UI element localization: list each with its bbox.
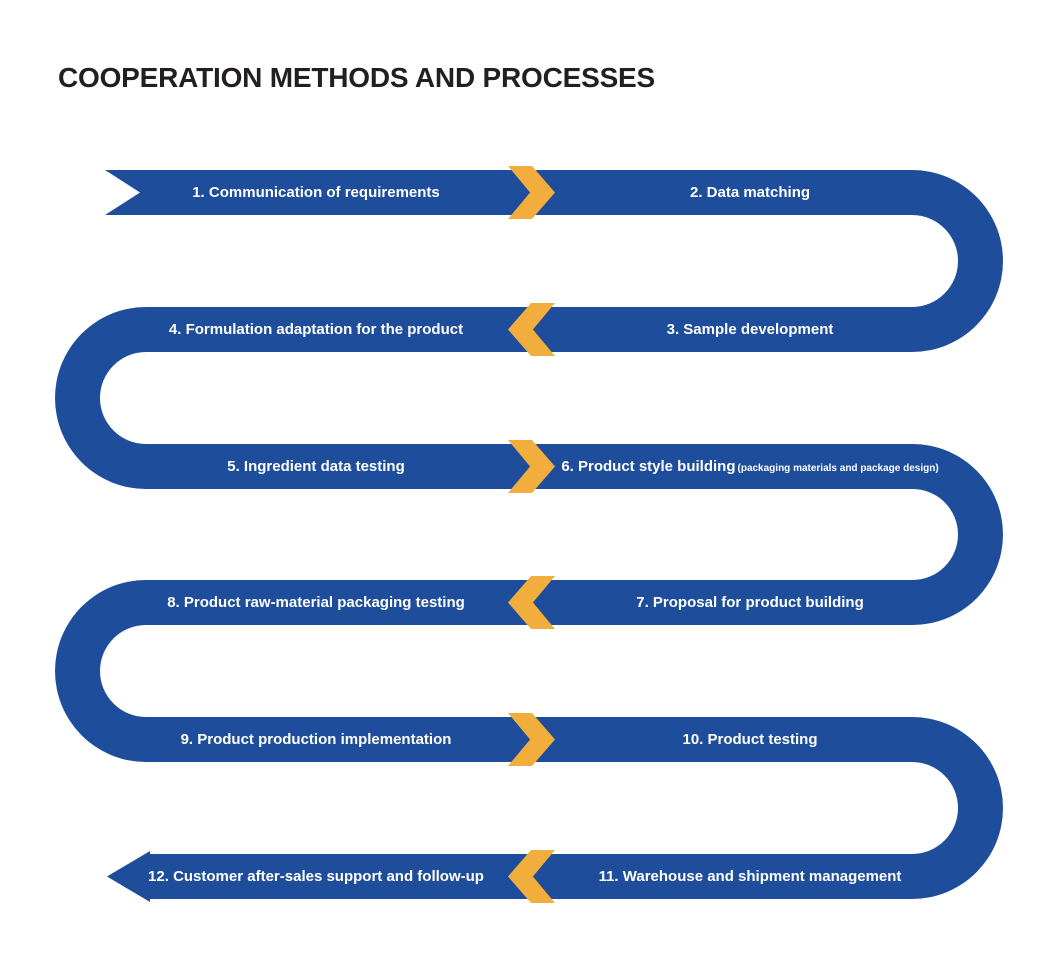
step-label-6-sub: (packaging materials and package design) — [737, 463, 939, 474]
step-label-6: 6. Product style building(packaging mate… — [555, 444, 945, 489]
step-label-12: 12. Customer after-sales support and fol… — [148, 868, 484, 885]
step-label-4: 4. Formulation adaptation for the produc… — [168, 321, 464, 338]
step-label-1: 1. Communication of requirements — [192, 184, 440, 201]
step-label-5: 5. Ingredient data testing — [227, 458, 405, 475]
ribbon-band-row-1 — [105, 170, 912, 215]
step-label-8: 8. Product raw-material packaging testin… — [167, 594, 465, 611]
step-label-3: 3. Sample development — [666, 321, 834, 338]
step-label-6-main: 6. Product style building — [561, 458, 736, 475]
step-label-9: 9. Product production implementation — [180, 731, 452, 748]
step-label-2: 2. Data matching — [689, 184, 811, 201]
step-label-10: 10. Product testing — [682, 731, 818, 748]
page-title: COOPERATION METHODS AND PROCESSES — [58, 62, 656, 93]
step-label-7: 7. Proposal for product building — [636, 594, 864, 611]
step-label-11: 11. Warehouse and shipment management — [598, 868, 902, 885]
